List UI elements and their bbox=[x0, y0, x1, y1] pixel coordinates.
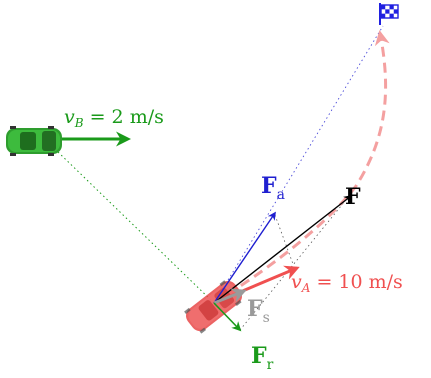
force-total-arrow bbox=[213, 194, 353, 304]
red-car-icon bbox=[184, 280, 243, 334]
construction-line-2 bbox=[239, 194, 351, 331]
force-r-arrow bbox=[213, 302, 242, 332]
planned-path bbox=[213, 30, 390, 305]
velocity-b-label: vB = 2 m/s bbox=[64, 106, 164, 130]
force-s-arrow bbox=[213, 288, 247, 305]
force-a-arrow bbox=[213, 211, 276, 304]
force-total-label: F bbox=[345, 184, 361, 210]
force-a-label: Fa bbox=[261, 173, 285, 203]
checkered-flag-icon bbox=[379, 3, 399, 25]
force-s-label: Fs bbox=[247, 296, 270, 326]
velocity-a-label: vA = 10 m/s bbox=[291, 271, 403, 295]
force-r-label: Fr bbox=[251, 343, 274, 373]
construction-line-1 bbox=[274, 214, 294, 265]
green-car-icon bbox=[6, 126, 62, 156]
sightline-to-flag bbox=[213, 25, 384, 304]
sightline-to-car-b bbox=[57, 151, 215, 304]
